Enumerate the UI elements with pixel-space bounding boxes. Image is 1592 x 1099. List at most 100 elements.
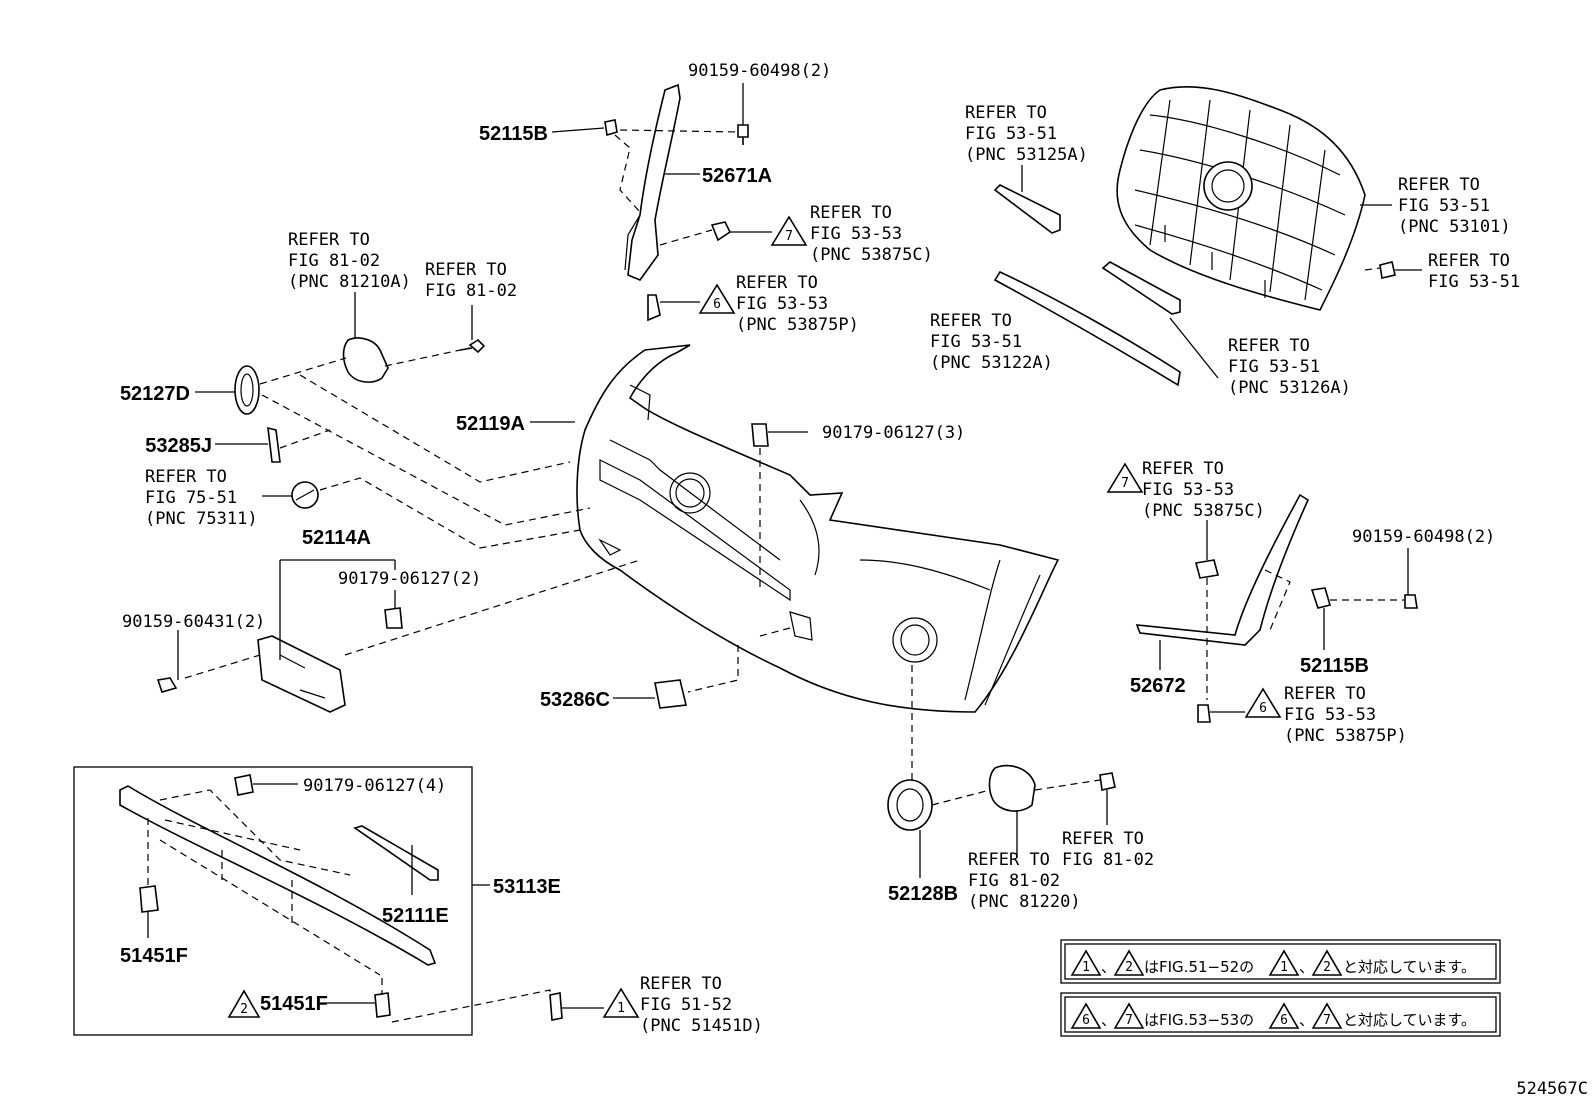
label-l-refer-8102-a-line2: FIG 81-02 xyxy=(425,281,517,301)
note-box-1: 1 、 2 はFIG.51−52の 1 、 2 と対応しています。 xyxy=(1060,939,1501,984)
nut-90179-3 xyxy=(751,423,769,447)
label-l-refer-5351-53125A-line1: REFER TO xyxy=(965,103,1047,123)
label-l-refer-5353p-top-line3: (PNC 53875P) xyxy=(736,315,859,335)
screw-90159-60431 xyxy=(156,677,178,693)
clip-52115B-right xyxy=(1310,587,1332,609)
label-l-refer-5351-b-line1: REFER TO xyxy=(1428,251,1510,271)
marker-6-right: 6 xyxy=(1244,687,1282,718)
leader-lines xyxy=(147,83,1422,1009)
label-l-refer-5351-53125A-line2: FIG 53-51 xyxy=(965,124,1057,144)
bolt-fog-right xyxy=(1099,772,1116,791)
marker-7-top: 7 xyxy=(770,215,808,246)
label-l-refer-5351-53126A-line3: (PNC 53126A) xyxy=(1228,378,1351,398)
svg-text:2: 2 xyxy=(1323,960,1331,975)
label-l-90159-60498-right: 90159-60498(2) xyxy=(1352,527,1495,547)
lower-grille-molding xyxy=(353,825,439,881)
screw-51451D xyxy=(549,992,563,1021)
label-l-refer-5353p-right-line1: REFER TO xyxy=(1284,684,1366,704)
label-l-52115B-top: 52115B xyxy=(479,123,548,145)
marker-1: 1 xyxy=(602,987,640,1018)
svg-text:1: 1 xyxy=(617,1001,625,1016)
label-l-51451F-b: 51451F xyxy=(260,993,328,1015)
label-l-refer-8102-a-line1: REFER TO xyxy=(425,260,507,280)
label-l-refer-7551-line1: REFER TO xyxy=(145,467,227,487)
svg-text:はFIG.51−52の: はFIG.51−52の xyxy=(1144,958,1254,976)
svg-text:7: 7 xyxy=(1121,476,1129,491)
label-l-refer-5152-line3: (PNC 51451D) xyxy=(640,1016,763,1036)
svg-text:、: 、 xyxy=(1299,958,1314,976)
fog-lamp-right xyxy=(988,764,1036,812)
label-l-refer-8102-81220-line2: FIG 81-02 xyxy=(968,871,1060,891)
label-l-90179-06127-3: 90179-06127(3) xyxy=(822,423,965,443)
clip-53875C-top xyxy=(710,221,732,242)
clip-51451F-a xyxy=(139,885,159,913)
clip-52115B-top xyxy=(604,119,618,137)
label-l-53285J: 53285J xyxy=(145,435,212,457)
svg-text:はFIG.53−53の: はFIG.53−53の xyxy=(1144,1011,1254,1029)
label-l-90159-60498-top: 90159-60498(2) xyxy=(688,61,831,81)
nut-90179-4 xyxy=(234,774,254,796)
svg-text:、: 、 xyxy=(1299,1011,1314,1029)
label-l-refer-5353-right-line1: REFER TO xyxy=(1142,459,1224,479)
clip-51451F-b xyxy=(374,992,391,1018)
svg-text:と対応しています。: と対応しています。 xyxy=(1343,958,1476,976)
label-l-refer-5351-53126A-line1: REFER TO xyxy=(1228,336,1310,356)
label-l-52672: 52672 xyxy=(1130,675,1186,697)
label-l-53286C: 53286C xyxy=(540,689,610,711)
label-l-refer-5353p-top-line2: FIG 53-53 xyxy=(736,294,828,314)
marker-7-right: 7 xyxy=(1106,462,1144,493)
radiator-grille xyxy=(1116,85,1366,311)
label-l-52127D: 52127D xyxy=(120,383,190,405)
label-l-refer-8102-81210-line2: FIG 81-02 xyxy=(288,251,380,271)
svg-text:1: 1 xyxy=(1280,960,1288,975)
label-l-refer-5351-53101-line1: REFER TO xyxy=(1398,175,1480,195)
label-l-refer-7551-line2: FIG 75-51 xyxy=(145,488,237,508)
label-l-refer-8102-81210-line1: REFER TO xyxy=(288,230,370,250)
svg-text:7: 7 xyxy=(785,229,793,244)
svg-text:6: 6 xyxy=(713,297,721,312)
label-l-refer-5351-53122A-line1: REFER TO xyxy=(930,311,1012,331)
label-l-53113E: 53113E xyxy=(493,876,561,898)
fog-lamp-cover-left xyxy=(234,365,260,415)
label-l-refer-5351-53125A-line3: (PNC 53125A) xyxy=(965,145,1088,165)
svg-text:、: 、 xyxy=(1101,958,1116,976)
bolt-grille-right xyxy=(1379,261,1396,279)
label-l-refer-8102-81220-line3: (PNC 81220) xyxy=(968,892,1081,912)
label-l-refer-5152-line1: REFER TO xyxy=(640,974,722,994)
svg-text:6: 6 xyxy=(1259,701,1267,716)
label-l-90159-60431: 90159-60431(2) xyxy=(122,612,265,632)
label-l-refer-5351-53101-line2: FIG 53-51 xyxy=(1398,196,1490,216)
screw-90159-right xyxy=(1404,594,1418,609)
label-l-refer-5351-53101-line3: (PNC 53101) xyxy=(1398,217,1511,237)
label-l-52115B-right: 52115B xyxy=(1300,655,1369,677)
lower-grille xyxy=(119,785,437,966)
label-l-refer-8102-b-line1: REFER TO xyxy=(1062,829,1144,849)
label-l-52119A: 52119A xyxy=(456,413,525,435)
front-bumper-cover xyxy=(576,344,1060,713)
marker-6-top: 6 xyxy=(698,283,736,314)
label-l-refer-5353-right-line3: (PNC 53875C) xyxy=(1142,501,1265,521)
label-l-refer-5353p-right-line2: FIG 53-53 xyxy=(1284,705,1376,725)
svg-text:1: 1 xyxy=(1082,960,1090,975)
cap-53285J xyxy=(267,426,281,463)
grille-molding-side xyxy=(1101,261,1181,315)
clip-53875C-right xyxy=(1195,559,1219,579)
label-l-refer-5351-53122A-line3: (PNC 53122A) xyxy=(930,353,1053,373)
label-l-refer-5351-53126A-line2: FIG 53-51 xyxy=(1228,357,1320,377)
bumper-retainer-left xyxy=(627,83,681,281)
svg-text:6: 6 xyxy=(1082,1013,1090,1028)
svg-text:6: 6 xyxy=(1280,1013,1288,1028)
label-l-90179-06127-2: 90179-06127(2) xyxy=(338,569,481,589)
fog-lamp-left xyxy=(342,337,389,383)
fog-lamp-cover-right xyxy=(887,779,933,831)
svg-text:7: 7 xyxy=(1323,1013,1331,1028)
label-l-refer-5351-53122A-line2: FIG 53-51 xyxy=(930,332,1022,352)
grille-molding-upper xyxy=(993,184,1061,234)
label-l-90179-06127-4: 90179-06127(4) xyxy=(303,776,446,796)
screw-90159-top xyxy=(737,124,749,145)
label-l-refer-5353-right-line2: FIG 53-53 xyxy=(1142,480,1234,500)
label-l-52114A: 52114A xyxy=(302,527,371,549)
svg-text:と対応しています。: と対応しています。 xyxy=(1343,1011,1476,1029)
